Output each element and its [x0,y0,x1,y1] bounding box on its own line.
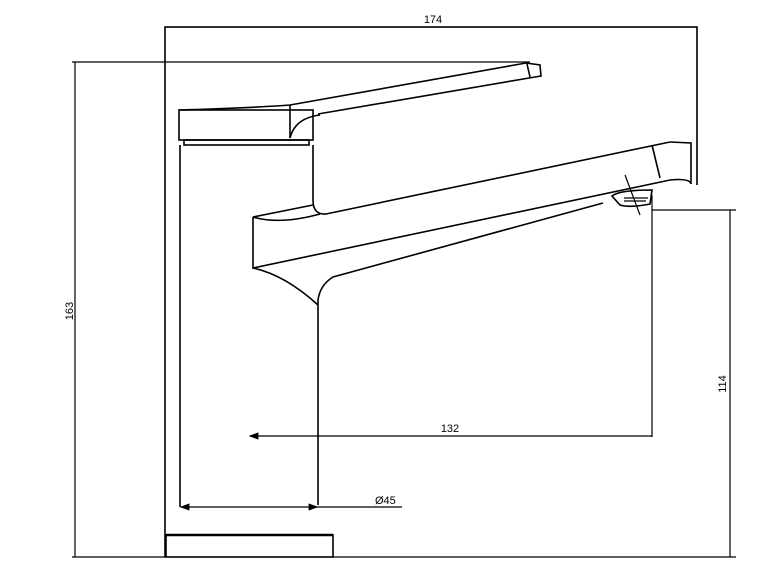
extension-lines [72,26,736,558]
dim-label-diameter: Ø45 [375,495,396,507]
body-right-upper [312,141,671,215]
dim-label-114: 114 [717,375,729,393]
dimension-163: 163 [64,62,76,557]
cap-ring [183,139,310,146]
dim-label-163: 163 [64,302,76,320]
spout-underside-curve [252,267,319,306]
tap-body [178,109,671,507]
body-right-lower [317,202,604,505]
dim-label-132: 132 [441,423,459,435]
base-plate [165,533,334,558]
lever-handle [178,62,542,139]
cartridge-cap [178,109,314,141]
aerator [610,189,653,208]
dimension-174: 174 [165,14,697,28]
dimension-132: 132 [248,423,652,440]
dimension-114: 114 [717,210,731,557]
spout [252,141,692,269]
dim-label-174: 174 [424,14,442,26]
dimension-diameter-45: Ø45 [179,495,402,511]
